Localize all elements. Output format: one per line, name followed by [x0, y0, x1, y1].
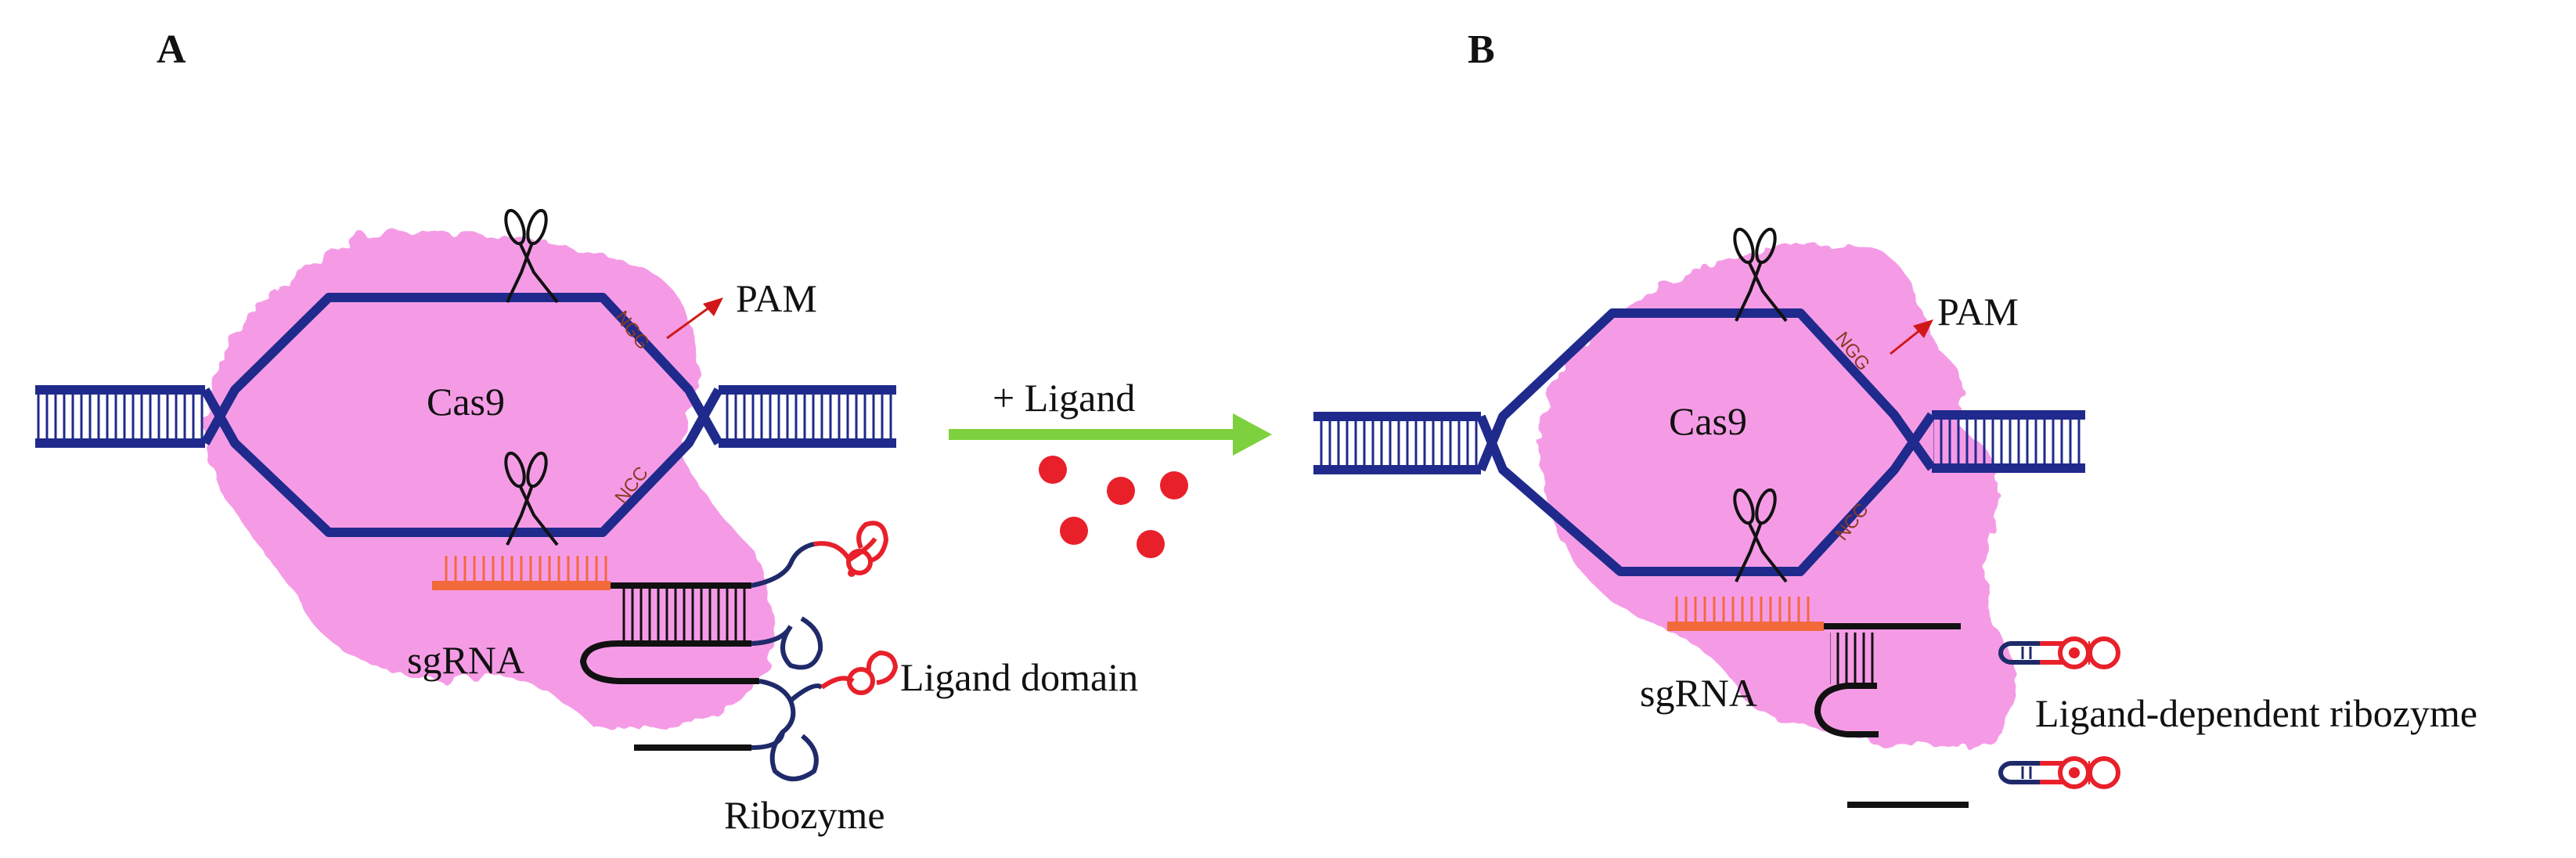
ligand-molecule	[1137, 530, 1165, 558]
sgrna-label-a: sgRNA	[407, 638, 524, 682]
cas9-label-b: Cas9	[1669, 399, 1747, 443]
pam-label-b: PAM	[1937, 290, 2019, 333]
dna-strand-top-b	[1476, 308, 1936, 472]
pam-arrow-a	[666, 304, 713, 340]
ribozyme-loop-a	[780, 616, 823, 670]
ligand-domain-loop-a1	[846, 549, 873, 575]
ligand-molecules	[1039, 456, 1188, 558]
dna-strand-bottom-a	[200, 388, 723, 537]
cas9-protein-b	[1540, 243, 2016, 747]
sgrna-loop-b	[1814, 683, 1879, 737]
sgrna-label-b: sgRNA	[1640, 671, 1757, 715]
ligand-molecule	[1060, 517, 1088, 545]
panel-a: A Cas9 NGG NCC PAM sgRNA	[35, 27, 1138, 837]
pam-arrow-b	[1890, 327, 1922, 355]
ligand-dependent-ribozyme-label: Ligand-dependent ribozyme	[2035, 691, 2477, 735]
ribozyme-label-a: Ribozyme	[724, 793, 885, 837]
ligand-molecule	[1107, 477, 1135, 505]
panel-b-label: B	[1468, 27, 1495, 72]
sgrna-spacer-rungs-a	[438, 556, 611, 586]
ligand-addition-label: + Ligand	[993, 376, 1135, 420]
ligand-domain-label-a: Ligand domain	[900, 655, 1138, 699]
arrow-right-icon	[1233, 413, 1272, 456]
dna-strand-bottom-b	[1476, 412, 1936, 576]
ribozyme-loop-a2	[769, 730, 819, 781]
dna-duplex-left-a	[35, 388, 204, 445]
dna-strand-top-a	[200, 293, 723, 445]
sgrna-stem-b	[1830, 633, 1875, 684]
dna-duplex-right-a	[720, 388, 896, 445]
sgrna-spacer-rungs-b	[1675, 597, 1816, 626]
pam-label-a: PAM	[736, 276, 817, 320]
transition: + Ligand	[949, 376, 1272, 558]
dna-duplex-left-b	[1315, 415, 1479, 471]
panel-a-label: A	[157, 27, 186, 72]
sgrna-loop-a	[579, 640, 759, 684]
ligand-domain-loop-a2	[847, 667, 875, 695]
ligand-molecule	[1160, 471, 1188, 499]
dna-duplex-right-b	[1933, 413, 2082, 470]
cleaved-ribozyme-icon	[2001, 639, 2118, 667]
sgrna-stem-a	[618, 589, 750, 644]
panel-b: B Cas9 NGG NCC PAM sgRNA Ligand-dependen…	[1313, 27, 2477, 808]
ligand-molecule	[1039, 456, 1067, 484]
cleaved-ribozyme-icon	[2001, 759, 2118, 787]
cas9-label-a: Cas9	[427, 380, 505, 424]
